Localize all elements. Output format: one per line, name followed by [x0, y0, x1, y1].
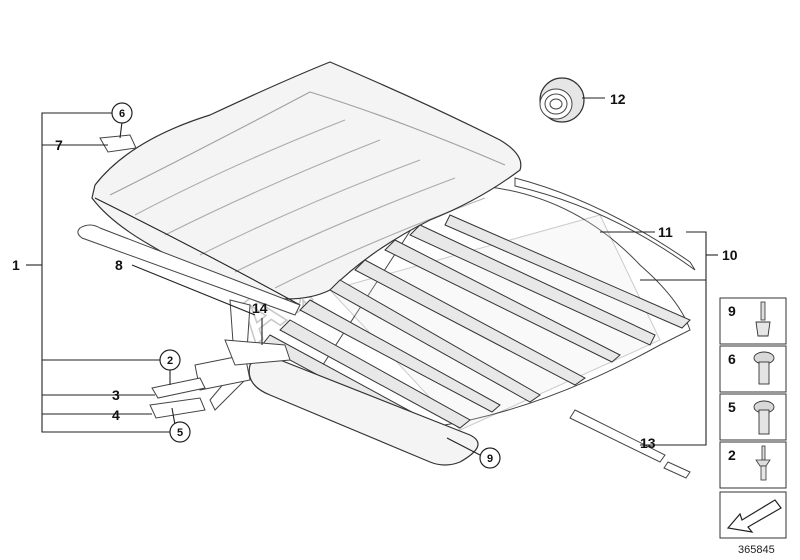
- seal-strip: [77, 224, 301, 316]
- callout-6-circle: 6: [111, 102, 133, 124]
- callout-4: 4: [112, 407, 120, 423]
- legend-label-5: 5: [728, 399, 736, 415]
- screw-icon: [753, 351, 775, 385]
- document-number: 365845: [738, 544, 775, 556]
- bracket-3: [151, 377, 206, 399]
- plate-7: [99, 134, 137, 153]
- legend-label-6: 6: [728, 351, 736, 367]
- callout-5-circle: 5: [169, 421, 191, 443]
- pin-icon: [755, 445, 771, 481]
- callout-7: 7: [55, 137, 63, 153]
- legend-label-9: 9: [728, 303, 736, 319]
- callout-8: 8: [115, 257, 123, 273]
- callout-13: 13: [640, 435, 656, 451]
- callout-2-circle: 2: [159, 349, 181, 371]
- callout-3: 3: [112, 387, 120, 403]
- frame-ribs: [261, 214, 691, 439]
- leader-group-10: [600, 231, 718, 446]
- bolt-icon: [753, 400, 775, 435]
- rivet-icon: [755, 301, 771, 337]
- svg-text:6: 6: [119, 108, 125, 120]
- callout-14: 14: [252, 300, 268, 316]
- callout-11: 11: [658, 224, 673, 240]
- roof-cover: [91, 61, 522, 306]
- hinge-bracket: [194, 299, 291, 411]
- grommet-12: [539, 77, 585, 123]
- callout-10: 10: [722, 247, 738, 263]
- svg-text:5: 5: [177, 427, 183, 439]
- svg-text:9: 9: [487, 453, 493, 465]
- legend-label-2: 2: [728, 447, 736, 463]
- callout-9-circle: 9: [479, 447, 501, 469]
- fastener-legend: 9 6 5 2: [719, 297, 787, 539]
- callout-1: 1: [12, 257, 20, 273]
- bracket-4: [149, 397, 206, 419]
- leader-group-1: [26, 112, 256, 433]
- leader-9: [446, 437, 481, 456]
- svg-text:2: 2: [167, 355, 173, 367]
- rod: [569, 409, 691, 479]
- arrow-icon: [726, 499, 782, 533]
- callout-12: 12: [610, 91, 626, 107]
